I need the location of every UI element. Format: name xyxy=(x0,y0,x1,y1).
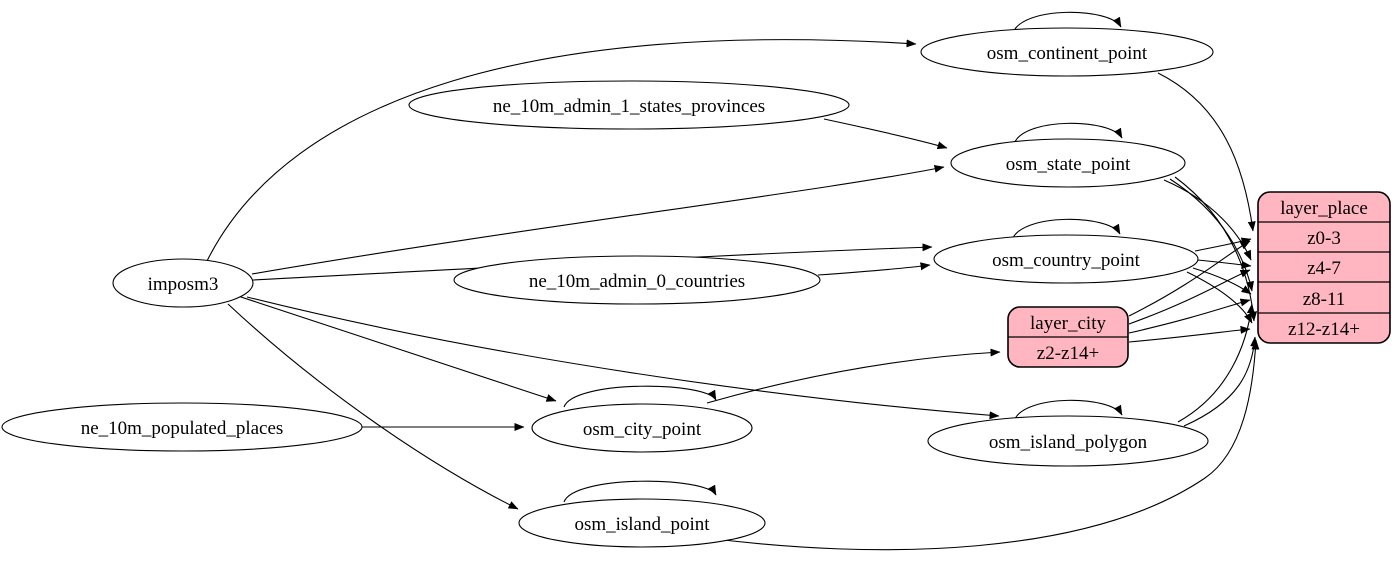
edge-imposm3-osm_state_point xyxy=(251,164,945,275)
edge-ne_10m_admin_1_states_provinces-osm_state_point xyxy=(823,118,948,150)
edge-ne_10m_admin_0_countries-osm_country_point xyxy=(817,262,931,276)
node-osm_country_point-shape xyxy=(933,234,1199,284)
node-osm_continent_point: osm_continent_point xyxy=(920,27,1214,77)
selfloop-osm_continent_point xyxy=(1012,11,1122,34)
node-ne_10m_admin_0_countries-label: ne_10m_admin_0_countries xyxy=(529,271,745,292)
node-ne_10m_admin_0_countries-shape xyxy=(453,255,821,305)
edge-imposm3-osm_continent_point xyxy=(206,39,917,262)
edge-osm_island_point-layer_place-z12-z14 xyxy=(699,339,1260,551)
node-osm_island_point-label: osm_island_point xyxy=(574,514,710,535)
edge-osm_country_point-layer_place-z0-3 xyxy=(1194,237,1252,252)
record-layer_city-row-z2-z14: z2-z14+ xyxy=(1037,343,1099,364)
record-layer_place-row-z8-11: z8-11 xyxy=(1303,289,1346,310)
node-ne_10m_populated_places-shape xyxy=(1,402,363,452)
edge-osm_island_polygon-layer_place-z8-11 xyxy=(1177,303,1255,423)
node-ne_10m_admin_1_states_provinces-label: ne_10m_admin_1_states_provinces xyxy=(493,96,765,117)
node-imposm3-label: imposm3 xyxy=(148,274,219,295)
node-osm_island_polygon-label: osm_island_polygon xyxy=(989,432,1148,453)
node-osm_state_point-label: osm_state_point xyxy=(1006,154,1131,175)
edge-osm_state_point-layer_place-z8-11 xyxy=(1169,178,1254,292)
record-layer_place-header: layer_place xyxy=(1280,198,1368,219)
node-osm_continent_point-shape xyxy=(920,27,1214,77)
node-ne_10m_admin_1_states_provinces-shape xyxy=(408,80,850,130)
edge-layer_city-layer_place-z8-11 xyxy=(1128,298,1251,334)
edge-layer_city-layer_place-z12-z14 xyxy=(1128,325,1251,343)
node-osm_island_polygon: osm_island_polygon xyxy=(927,415,1209,467)
edge-osm_country_point-layer_place-z4-7 xyxy=(1196,259,1252,269)
record-layer_place-row-z0-3: z0-3 xyxy=(1307,228,1341,249)
selfloop-osm_country_point xyxy=(1011,218,1121,241)
record-layer_place-row-z12-z14: z12-z14+ xyxy=(1288,319,1360,340)
selfloop-osm_state_point xyxy=(1013,122,1123,145)
edge-imposm3-osm_island_point xyxy=(227,303,519,510)
selfloop-osm_island_point xyxy=(563,480,717,503)
node-osm_continent_point-label: osm_continent_point xyxy=(987,43,1148,64)
node-imposm3: imposm3 xyxy=(112,258,254,308)
node-osm_island_point-shape xyxy=(518,498,766,548)
record-layer_place-box xyxy=(1257,191,1391,344)
edge-osm_continent_point-layer_place-z0-3 xyxy=(1157,72,1256,232)
node-ne_10m_admin_1_states_provinces: ne_10m_admin_1_states_provinces xyxy=(408,80,850,130)
node-osm_country_point-label: osm_country_point xyxy=(992,250,1140,271)
record-layer_city: layer_city z2-z14+ xyxy=(1007,306,1129,368)
edge-layer_city-layer_place-z4-7 xyxy=(1128,269,1251,325)
selfloop-osm_city_point xyxy=(563,385,717,408)
edge-imposm3-osm_city_point xyxy=(237,295,557,402)
node-osm_island_polygon-shape xyxy=(927,415,1209,467)
edge-osm_state_point-layer_place-z4-7 xyxy=(1163,179,1252,261)
node-ne_10m_populated_places-label: ne_10m_populated_places xyxy=(81,418,284,439)
node-osm_state_point-shape xyxy=(950,138,1186,188)
node-osm_state_point: osm_state_point xyxy=(950,138,1186,188)
record-layer_place: layer_place z0-3 z4-7 z8-11 z12-z14+ xyxy=(1257,191,1391,344)
node-osm_city_point: osm_city_point xyxy=(531,403,753,453)
node-osm_country_point: osm_country_point xyxy=(933,234,1199,284)
node-ne_10m_admin_0_countries: ne_10m_admin_0_countries xyxy=(453,255,821,305)
record-layer_place-row-z4-7: z4-7 xyxy=(1307,258,1341,279)
edge-imposm3-osm_island_polygon xyxy=(246,296,1000,420)
node-osm_city_point-shape xyxy=(531,403,753,453)
node-ne_10m_populated_places: ne_10m_populated_places xyxy=(1,402,363,452)
edge-osm_city_point-layer_city-z2-z14 xyxy=(706,348,1001,404)
record-layer_city-header: layer_city xyxy=(1030,313,1106,334)
node-imposm3-shape xyxy=(112,258,254,308)
node-osm_island_point: osm_island_point xyxy=(518,498,766,548)
edge-group xyxy=(206,11,1260,551)
edge-layer_city-layer_place-z0-3 xyxy=(1128,240,1251,317)
edge-osm_island_polygon-layer_place-z12-z14 xyxy=(1183,336,1259,427)
edge-osm_country_point-layer_place-z8-11 xyxy=(1192,267,1252,295)
selfloop-osm_island_polygon xyxy=(1013,399,1123,422)
node-osm_city_point-label: osm_city_point xyxy=(583,419,702,440)
